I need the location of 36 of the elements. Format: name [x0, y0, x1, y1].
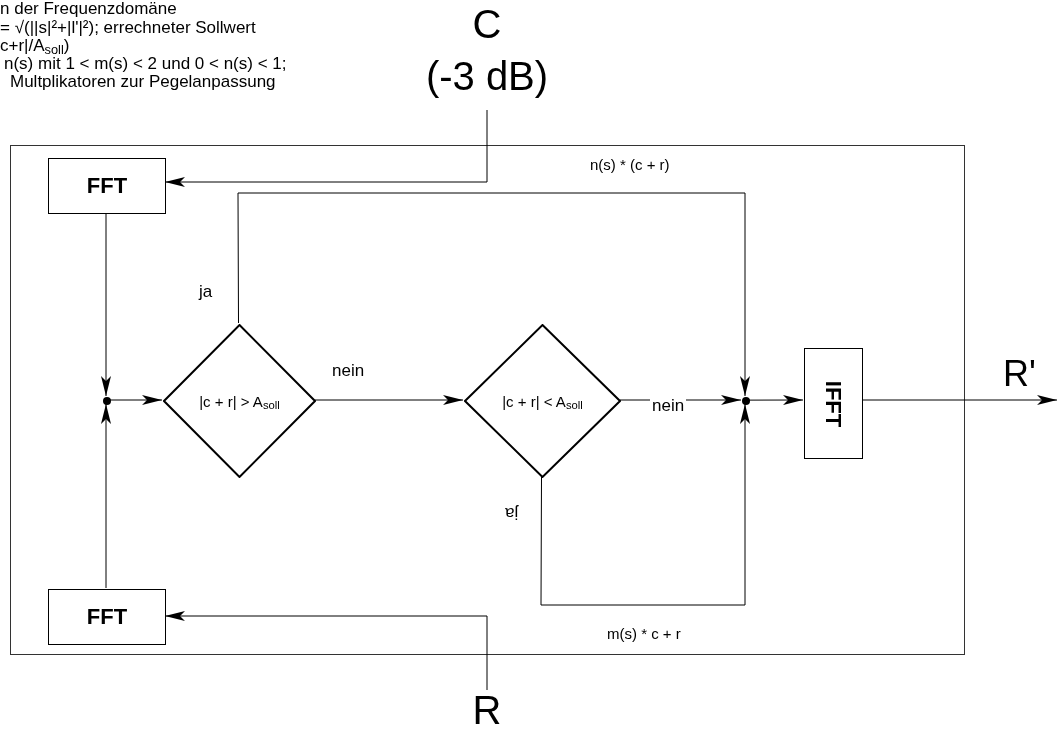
- arrow: [164, 611, 488, 691]
- note-text: c+r|/A$_{soll}$): [0, 37, 70, 54]
- block-label: FFT: [86, 606, 128, 628]
- arrow: [237, 192, 750, 397]
- note-text: Multplikatoren zur Pegelanpassung: [10, 73, 276, 90]
- arrow: [861, 395, 1058, 405]
- block-label: FFT: [86, 175, 128, 197]
- arrow: [101, 212, 111, 397]
- edge-label: ja: [197, 283, 215, 300]
- edge-label: ja: [503, 505, 521, 522]
- block-label: IFFT: [822, 380, 845, 427]
- note-text: n(s) * (c + r): [590, 157, 670, 172]
- note-text: R': [1003, 356, 1036, 392]
- decision-diamond: [464, 324, 621, 478]
- frame-box: [10, 145, 965, 655]
- note-text: = √(||s|²+|l'|²); errechneter Sollwert: [0, 19, 256, 36]
- arrow: [164, 109, 488, 187]
- process-box: [48, 158, 166, 214]
- note-text: m(s) * c + r: [607, 626, 681, 641]
- process-box: [804, 348, 863, 459]
- note-text: n der Frequenzdomäne: [0, 0, 177, 17]
- note-text: n(s) mit 1 < m(s) < 2 und 0 < n(s) < 1;: [4, 55, 287, 72]
- condition-text: |c + r| < A$_{soll}$: [502, 393, 583, 409]
- decision-diamond: [163, 324, 316, 478]
- signal-name: C: [472, 4, 502, 44]
- arrow: [748, 395, 804, 406]
- signal-name: R: [472, 690, 502, 730]
- arrow: [314, 395, 464, 405]
- condition-text: |c + r| > A$_{soll}$: [199, 393, 280, 409]
- arrow: [101, 403, 111, 589]
- arrow: [540, 403, 750, 606]
- signal-name: (-3 dB): [425, 56, 549, 96]
- process-box: [48, 589, 166, 645]
- edge-label: nein: [330, 362, 367, 379]
- edge-label: nein: [650, 397, 687, 414]
- arrow: [109, 395, 163, 405]
